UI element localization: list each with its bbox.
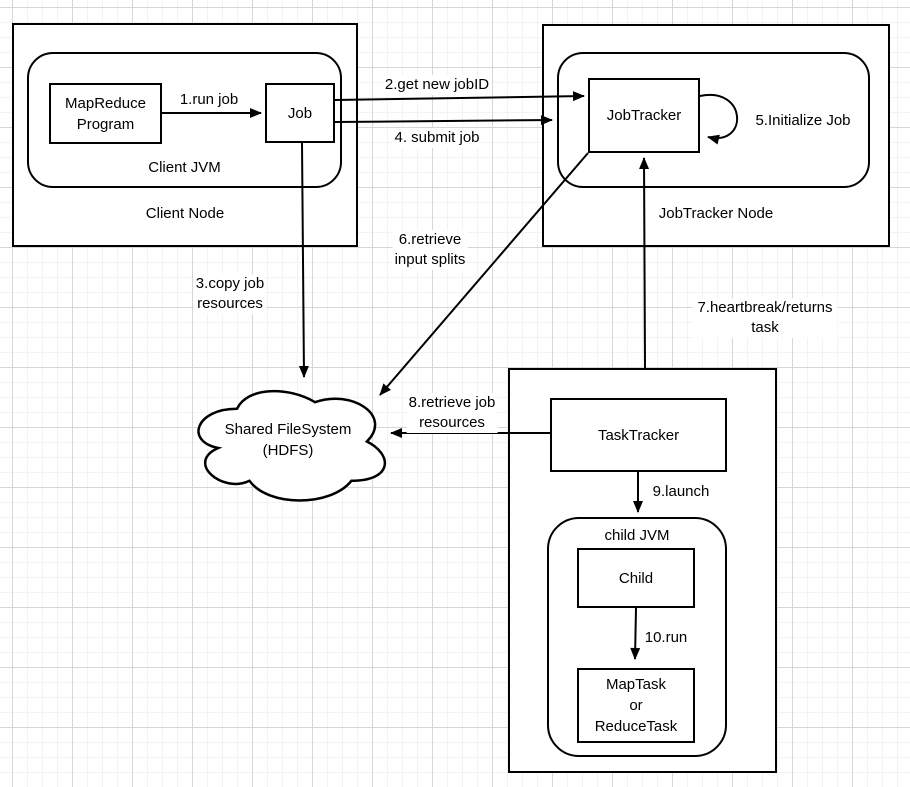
arrow-submit-job — [334, 115, 553, 126]
child-box: Child — [577, 548, 695, 608]
edge-label-get-new-jobid: 2.get new jobID — [382, 75, 492, 95]
job-box: Job — [265, 83, 335, 143]
map-or-reduce-task-box: MapTask or ReduceTask — [577, 668, 695, 743]
edge-label-retrieve-input-splits: 6.retrieve input splits — [392, 230, 468, 270]
jobtracker-node-label: JobTracker Node — [658, 205, 774, 222]
client-node-label: Client Node — [145, 205, 225, 222]
edge-label-retrieve-job-resources: 8.retrieve job resources — [406, 393, 498, 433]
mapreduce-program-box: MapReduce Program — [49, 83, 162, 144]
jobtracker-box: JobTracker — [588, 78, 700, 153]
edge-label-run-job: 1.run job — [177, 90, 241, 110]
edge-label-run-task: 10.run — [642, 628, 690, 648]
shared-filesystem-label: Shared FileSystem (HDFS) — [224, 421, 352, 459]
tasktracker-box: TaskTracker — [550, 398, 727, 472]
client-jvm-label: Client JVM — [148, 159, 221, 176]
edge-label-submit-job: 4. submit job — [392, 128, 482, 148]
edge-label-heartbeat-returns-task: 7.heartbreak/returns task — [692, 298, 838, 338]
edge-label-launch: 9.launch — [650, 482, 712, 502]
edge-label-copy-job-resources: 3.copy job resources — [193, 274, 267, 314]
edge-label-initialize-job: 5.Initialize Job — [753, 111, 853, 131]
child-jvm-label: child JVM — [604, 527, 670, 544]
